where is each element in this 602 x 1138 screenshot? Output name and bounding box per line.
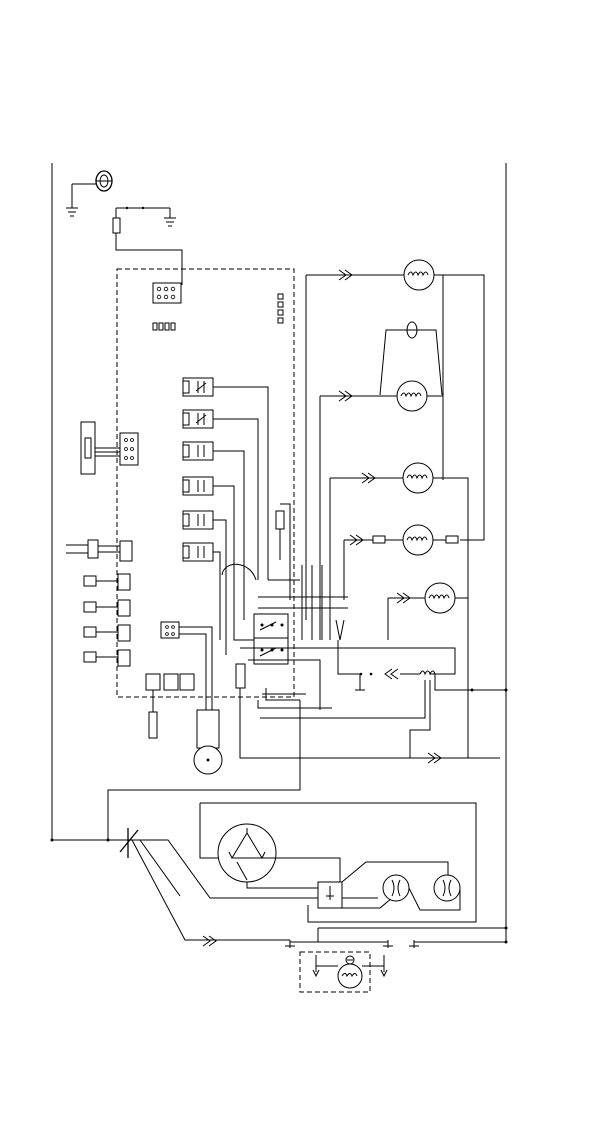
sensor-block	[81, 422, 138, 474]
motor-1	[306, 260, 484, 620]
board-jumper	[276, 511, 284, 529]
harness-wires	[108, 564, 455, 840]
relay-6	[183, 543, 220, 640]
fan-motor	[194, 710, 222, 774]
fuse	[113, 207, 182, 285]
transformer-coil	[260, 669, 508, 763]
overload-protector	[383, 875, 460, 910]
power-inlet-icon	[96, 171, 112, 191]
inlet-connector	[66, 540, 132, 561]
thermistor-connectors	[84, 574, 130, 666]
compressor	[218, 824, 340, 888]
ground-symbol	[66, 184, 96, 216]
bottom-unit	[285, 927, 508, 993]
main-switch	[51, 828, 319, 946]
motor-5	[388, 583, 468, 640]
board-connector-top	[153, 283, 283, 330]
terminal-block	[254, 614, 288, 664]
left-rail	[52, 163, 108, 840]
relay-3	[183, 442, 244, 620]
